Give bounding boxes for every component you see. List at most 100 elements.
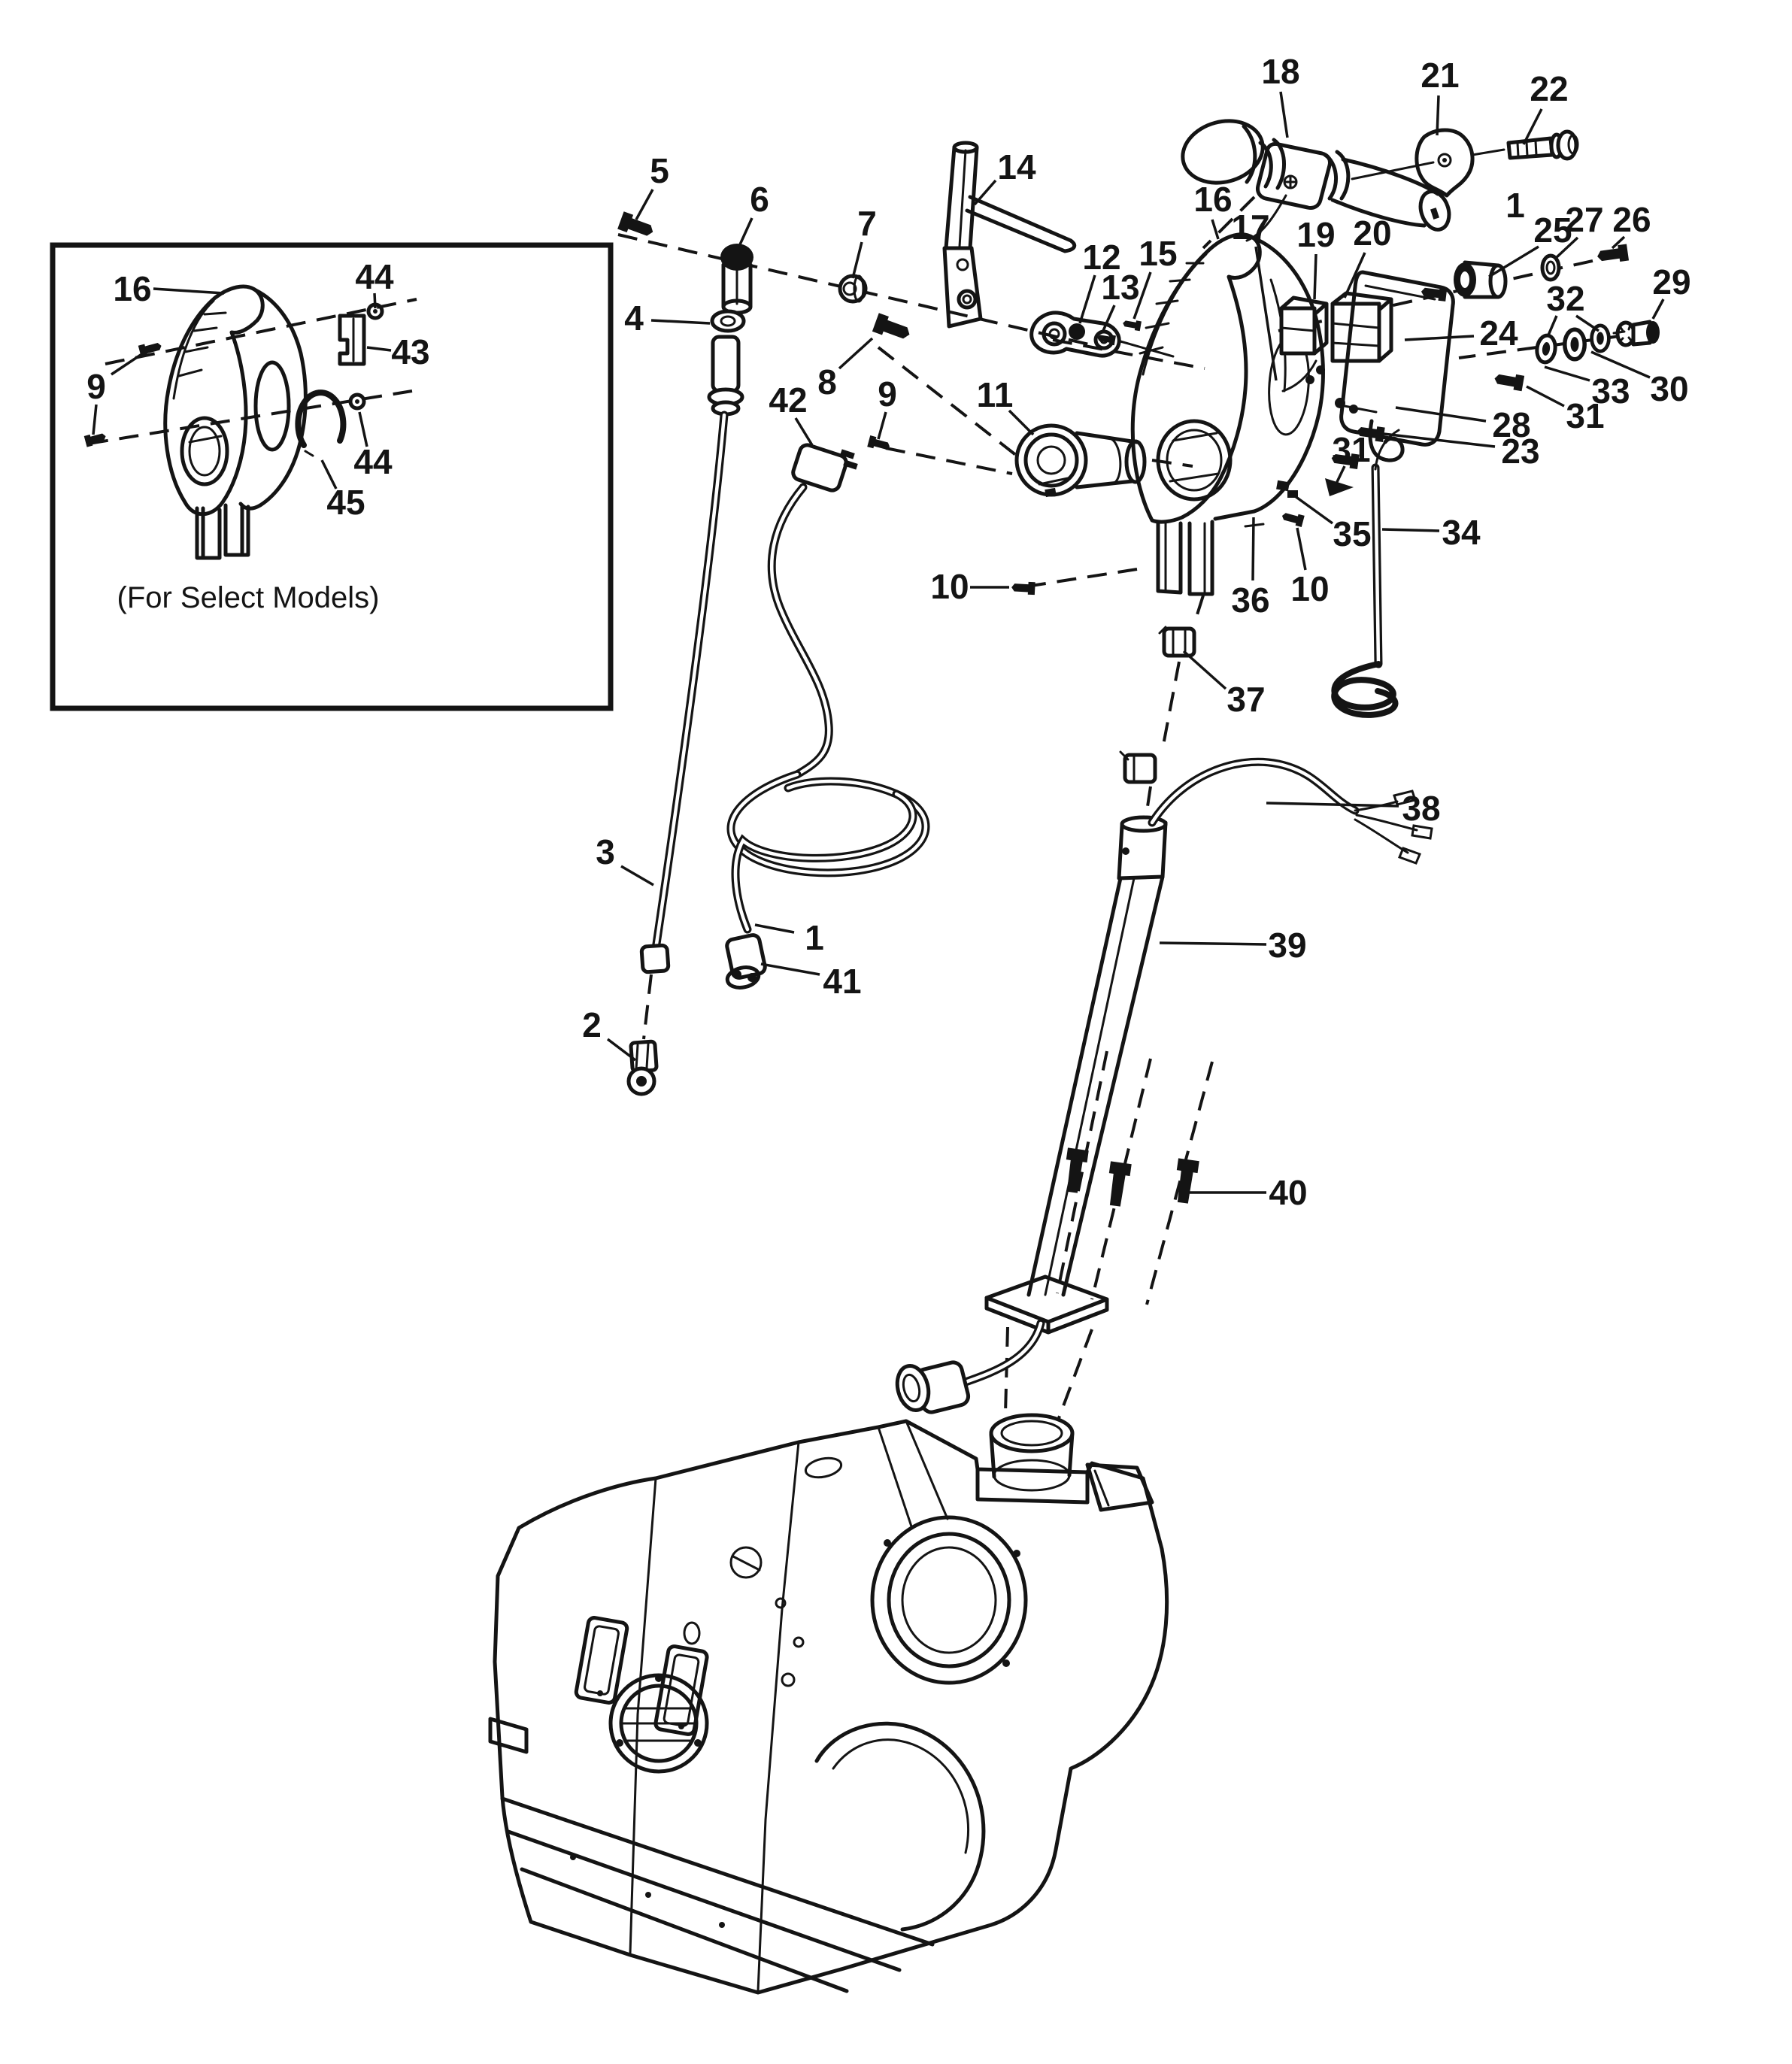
inset-border [50, 242, 614, 711]
terminal-28a [1335, 398, 1345, 408]
leader-19-0 [1313, 253, 1317, 300]
callout-19: 19 [1296, 215, 1335, 254]
callout-27: 27 [1565, 200, 1603, 239]
callout-31: 31 [1566, 396, 1604, 435]
leader-15-0 [1133, 271, 1152, 320]
leader-10-0 [1296, 527, 1307, 571]
cable-end-6 [720, 244, 753, 315]
housing-cutout [814, 1721, 986, 1932]
leader-3-0 [620, 865, 654, 887]
leader-28-0 [1395, 406, 1487, 423]
leader-30-0 [1590, 350, 1651, 379]
motor-housing-drawing [488, 1413, 1169, 1995]
leader-43-0 [366, 346, 392, 352]
ball-stud-12 [1069, 323, 1085, 340]
leader-4-0 [650, 319, 711, 325]
leader-34-0 [1381, 528, 1440, 532]
callout-3: 3 [596, 832, 615, 871]
callout-44: 44 [353, 442, 393, 481]
leader-38-0 [1266, 802, 1399, 808]
leader-16-0 [1211, 219, 1220, 240]
leader-7-0 [851, 241, 863, 279]
leader-21-0 [1436, 95, 1440, 136]
callout-16: 16 [113, 269, 151, 308]
leader-13-0 [1101, 305, 1116, 333]
column-39-drawing [895, 757, 1433, 1414]
nut-27 [1540, 253, 1561, 282]
leader-16-0 [153, 287, 225, 295]
plug-42 [791, 443, 848, 493]
leader-2-0 [606, 1038, 637, 1062]
callout-28: 28 [1492, 405, 1530, 444]
leader-14-0 [973, 179, 997, 206]
callout-16: 16 [1193, 180, 1232, 219]
callout-41: 41 [823, 962, 861, 1001]
leader-41-0 [760, 962, 820, 976]
handle-14-drawing [942, 141, 1077, 329]
leader-12-0 [1078, 274, 1096, 324]
leader-37-0 [1182, 650, 1227, 690]
leader-20-0 [1343, 252, 1366, 299]
head-housing-16-drawing [1130, 232, 1262, 596]
callout-8: 8 [817, 362, 837, 402]
leader-33-0 [1544, 365, 1590, 382]
inset-gasket-45-drawing [295, 389, 347, 457]
callout-39: 39 [1268, 926, 1306, 965]
callout-7: 7 [857, 204, 877, 243]
housing-ring-boss [870, 1515, 1028, 1685]
wedge-31-left [1325, 478, 1354, 496]
callout-10: 10 [1290, 569, 1329, 608]
screw-8 [872, 313, 913, 344]
callout-38: 38 [1402, 789, 1440, 828]
leader-23-0 [1383, 432, 1496, 448]
inset-caption: (For Select Models) [117, 581, 380, 614]
callout-36: 36 [1231, 580, 1269, 620]
leader-27-0 [1554, 236, 1579, 260]
tiller-knob-18 [1181, 119, 1265, 185]
callout-17: 17 [1231, 208, 1269, 247]
leader-11-0 [1008, 409, 1035, 436]
callout-43: 43 [391, 332, 429, 371]
callout-33: 33 [1591, 371, 1630, 411]
leader-44-0 [373, 292, 377, 309]
tiller-assembly-drawing [1181, 119, 1579, 242]
leader-18-0 [1279, 91, 1289, 138]
cable-rod-3 [639, 335, 744, 974]
leader-32-1 [1575, 314, 1599, 332]
housing-collar [975, 1413, 1154, 1512]
screw-10-left [1011, 580, 1035, 596]
nut-7 [838, 274, 868, 304]
callout-34: 34 [1442, 513, 1481, 552]
screw-10-right [1280, 510, 1305, 527]
valve-29 [1612, 320, 1660, 347]
callout-9: 9 [86, 367, 106, 406]
housing-front-port [608, 1673, 709, 1774]
callout-15: 15 [1139, 234, 1177, 273]
callout-1: 1 [1505, 186, 1525, 225]
leader-25-0 [1488, 245, 1539, 278]
callout-14: 14 [997, 147, 1036, 186]
leader-31-0 [1526, 385, 1565, 408]
callout-42: 42 [769, 380, 807, 420]
speed-knob-11-drawing [1014, 423, 1147, 498]
callout-20: 20 [1353, 214, 1391, 253]
inset-nut-44-bottom [348, 392, 366, 411]
callout-11: 11 [977, 375, 1014, 414]
leader-26-0 [1611, 235, 1626, 250]
collar-37-drawing [1119, 626, 1196, 784]
callout-45: 45 [326, 483, 365, 522]
leader-6-0 [735, 217, 753, 252]
inset-clip-43-drawing [338, 314, 366, 366]
mount-flange [984, 1274, 1109, 1335]
callout-35: 35 [1333, 514, 1371, 553]
cover-24-drawing [1339, 270, 1455, 462]
leader-9-0 [111, 352, 144, 376]
callout-10: 10 [930, 567, 969, 606]
callout-21: 21 [1421, 56, 1459, 95]
callout-25: 25 [1533, 211, 1572, 250]
callout-22: 22 [1530, 69, 1568, 108]
callout-40: 40 [1269, 1173, 1307, 1212]
